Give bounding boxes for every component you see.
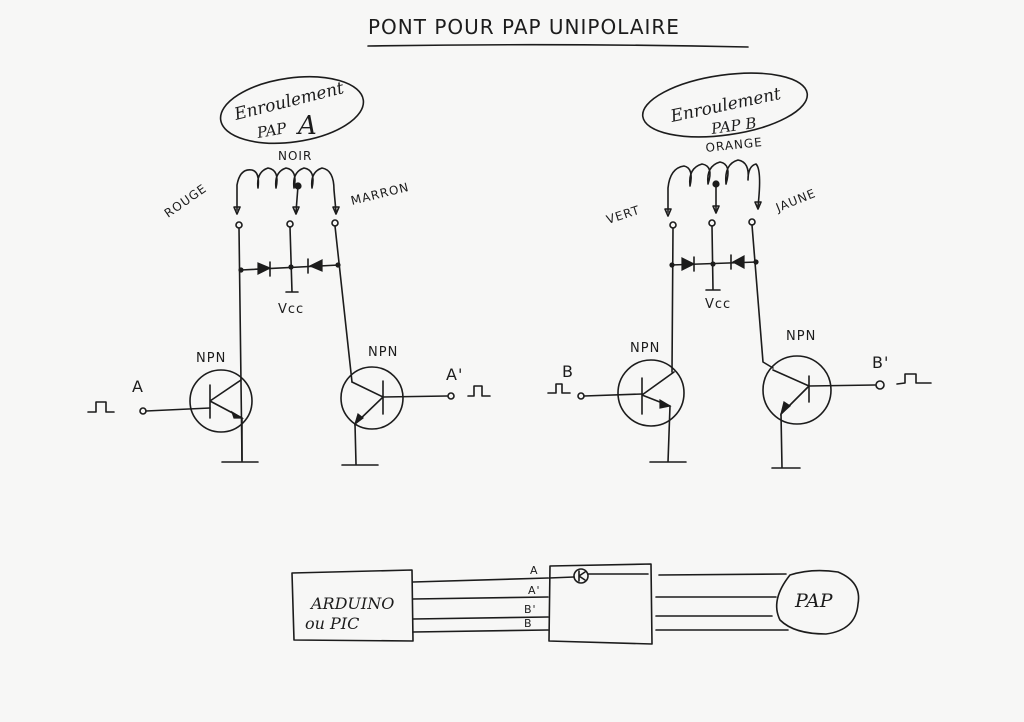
input-a-prime-label: A' bbox=[446, 365, 463, 384]
wire-label-jaune: JAUNE bbox=[773, 186, 818, 215]
coil-b bbox=[667, 159, 761, 213]
input-a-line bbox=[145, 407, 211, 412]
node bbox=[710, 261, 716, 267]
transistor-a-prime-type: NPN bbox=[368, 345, 398, 360]
diode-a-right bbox=[308, 259, 323, 272]
coil-a-arrows bbox=[233, 206, 340, 215]
pulse-b-icon bbox=[547, 383, 571, 394]
motor-label: PAP bbox=[794, 590, 834, 612]
transistor-a-circle bbox=[189, 369, 253, 433]
winding-b-group: Enroulement PAP B ORANGE VERT JAUNE Vcc … bbox=[547, 72, 932, 469]
wire-label-marron: MARRON bbox=[349, 180, 410, 208]
pulse-a-prime-icon bbox=[467, 385, 491, 397]
transistor-a-prime-emitter-arrow bbox=[353, 412, 364, 426]
winding-a-group: Enroulement PAP A NOIR ROUGE MARRON Vcc … bbox=[87, 75, 491, 466]
vcc-a-lead bbox=[285, 226, 299, 293]
transistor-a-emitter-arrow bbox=[230, 410, 245, 419]
wire-label-orange: ORANGE bbox=[705, 135, 764, 155]
vcc-b-label: Vcc bbox=[705, 297, 731, 312]
transistor-a-leads bbox=[209, 379, 259, 463]
block-diagram: ARDUINO ou PIC A A' B' B PAP bbox=[291, 563, 860, 645]
signal-label-b-prime: B' bbox=[524, 603, 537, 616]
transistor-b-circle bbox=[617, 359, 685, 427]
terminal-vert bbox=[669, 221, 677, 229]
winding-a-label-line2: PAP bbox=[255, 119, 289, 142]
motor-lines bbox=[655, 573, 789, 631]
input-b-line bbox=[583, 393, 643, 397]
node bbox=[669, 262, 675, 268]
input-b-prime-label: B' bbox=[872, 353, 889, 372]
input-b-prime-terminal bbox=[875, 380, 885, 390]
rail-b-left bbox=[671, 227, 674, 373]
input-b-terminal bbox=[577, 392, 585, 400]
pulse-a-icon bbox=[87, 401, 115, 413]
transistor-symbol-icon bbox=[573, 568, 589, 584]
terminal-rouge bbox=[235, 221, 243, 229]
page-title: PONT POUR PAP UNIPOLAIRE bbox=[368, 15, 680, 39]
winding-a-label-bubble bbox=[219, 75, 365, 145]
winding-b-label-bubble bbox=[641, 72, 809, 138]
bridge-box bbox=[548, 563, 653, 645]
rail-a-right bbox=[334, 225, 353, 383]
winding-a-label-line1: Enroulement bbox=[231, 78, 346, 125]
pulse-b-prime-icon bbox=[896, 373, 932, 385]
winding-a-label-letter: A bbox=[296, 111, 317, 141]
transistor-b-leads bbox=[641, 371, 687, 463]
wire-label-noir: NOIR bbox=[278, 149, 312, 163]
signal-lines bbox=[412, 577, 549, 633]
transistor-b-prime-type: NPN bbox=[786, 329, 816, 344]
coil-b-arrows bbox=[664, 201, 762, 217]
transistor-b-prime-emitter-arrow bbox=[779, 401, 791, 416]
wire-label-vert: VERT bbox=[605, 203, 642, 227]
diode-b-left bbox=[681, 257, 696, 271]
terminal-jaune bbox=[748, 218, 756, 226]
bridge-inner-line bbox=[548, 573, 649, 579]
vcc-a-label: Vcc bbox=[278, 302, 304, 317]
terminal-noir bbox=[286, 220, 294, 228]
title-underline bbox=[367, 43, 749, 48]
input-a-terminal bbox=[139, 407, 147, 415]
node bbox=[753, 259, 759, 265]
coil-a bbox=[236, 167, 337, 213]
signal-label-a: A bbox=[530, 564, 539, 577]
wire-label-rouge: ROUGE bbox=[162, 181, 210, 220]
terminal-marron bbox=[331, 219, 339, 227]
signal-label-b: B bbox=[524, 617, 533, 630]
controller-label-line1: ARDUINO bbox=[309, 594, 394, 613]
transistor-b-prime-circle bbox=[762, 355, 832, 425]
input-a-label: A bbox=[132, 377, 144, 396]
vcc-b-lead bbox=[705, 225, 721, 291]
transistor-b-emitter-arrow bbox=[659, 398, 672, 409]
transistor-a-type: NPN bbox=[196, 351, 226, 366]
transistor-b-type: NPN bbox=[630, 341, 660, 356]
node bbox=[238, 267, 244, 273]
controller-box bbox=[291, 569, 414, 642]
signal-label-a-prime: A' bbox=[528, 584, 541, 597]
motor-bubble bbox=[775, 569, 860, 635]
terminal-orange bbox=[708, 219, 716, 227]
rail-b-right bbox=[751, 224, 774, 369]
transistor-symbol-glyph bbox=[578, 570, 586, 582]
transistor-a-prime-leads bbox=[341, 380, 448, 466]
node bbox=[288, 264, 294, 270]
transistor-a-prime-circle bbox=[340, 366, 404, 430]
node bbox=[335, 262, 341, 268]
input-a-prime-terminal bbox=[447, 392, 455, 400]
diode-b-right bbox=[731, 254, 745, 270]
diode-a-left bbox=[257, 262, 272, 275]
transistor-b-prime-leads bbox=[771, 369, 876, 469]
controller-label-line2: ou PIC bbox=[305, 614, 359, 633]
input-b-label: B bbox=[562, 362, 574, 381]
